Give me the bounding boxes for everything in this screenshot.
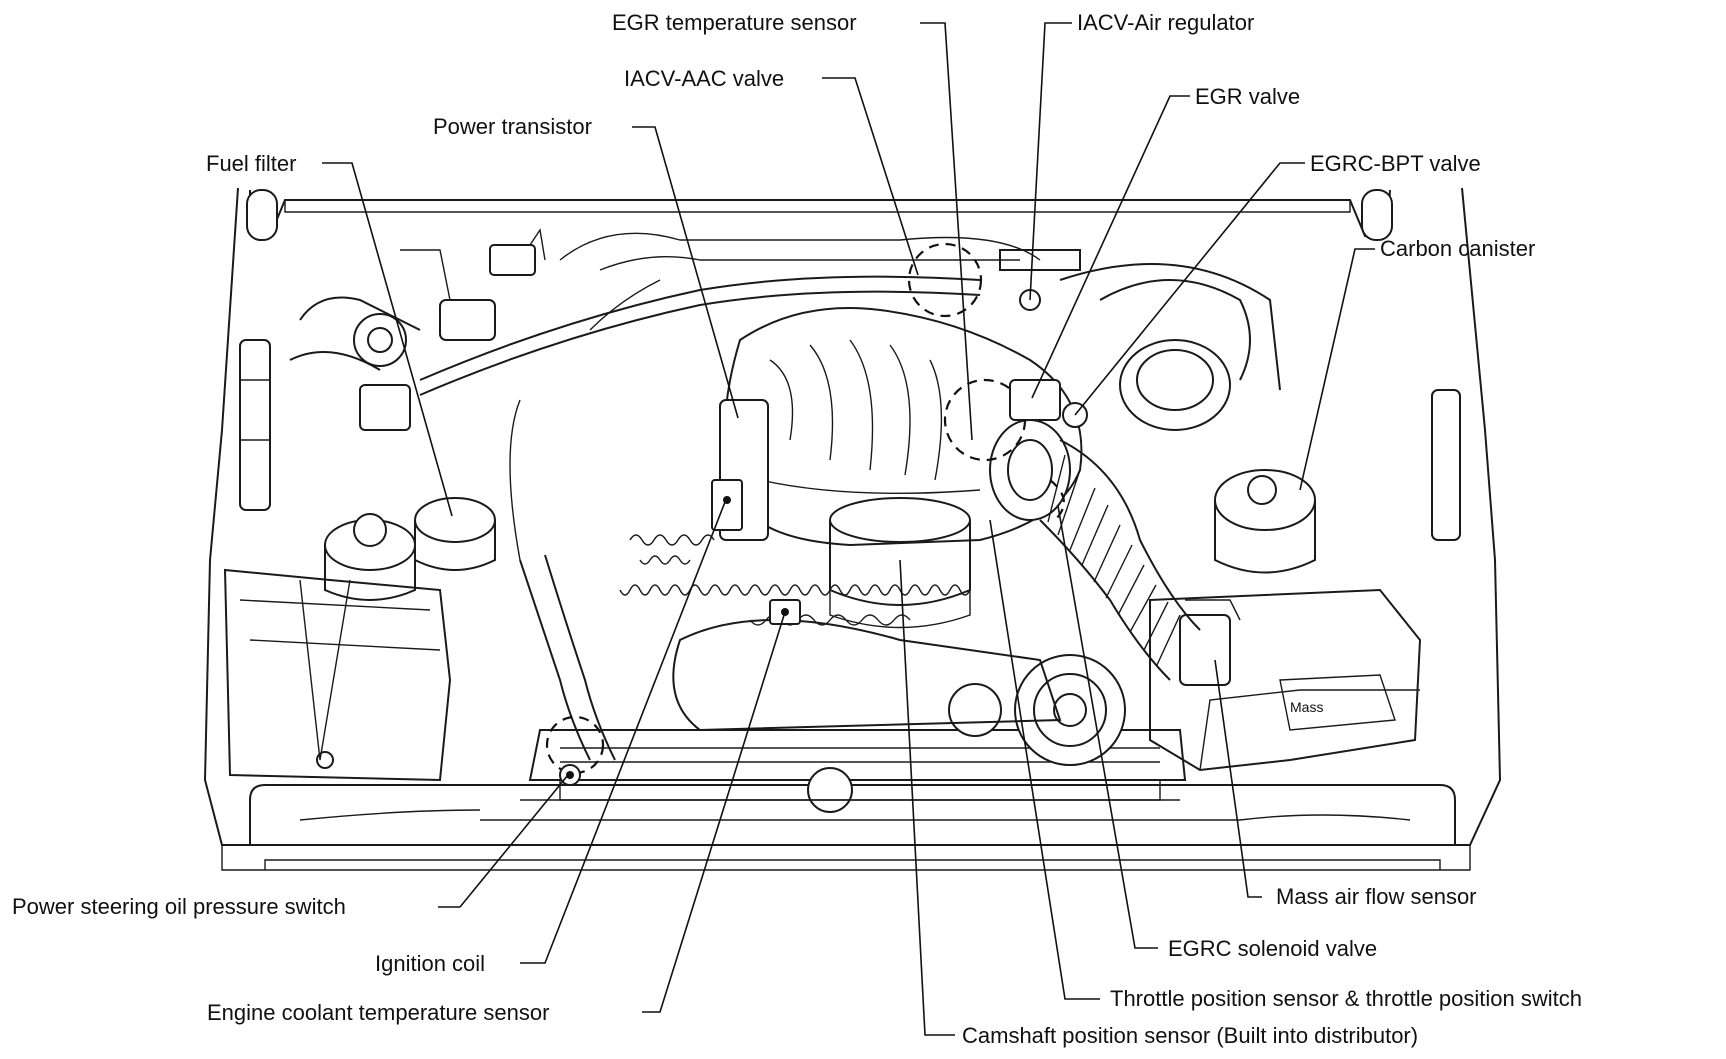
label-egrc-solenoid-valve: EGRC solenoid valve xyxy=(1168,936,1377,961)
label-egrc-bpt-valve: EGRC-BPT valve xyxy=(1310,151,1481,176)
label-mass-air-flow-sensor: Mass air flow sensor xyxy=(1276,884,1477,909)
component-labels: EGR temperature sensor IACV-Air regulato… xyxy=(12,10,1582,1048)
label-throttle-position-sensor: Throttle position sensor & throttle posi… xyxy=(1110,986,1582,1011)
label-carbon-canister: Carbon canister xyxy=(1380,236,1535,261)
label-engine-coolant-temperature-sensor: Engine coolant temperature sensor xyxy=(207,1000,549,1025)
engine-bay-illustration: Mass xyxy=(203,187,1502,871)
label-iacv-air-regulator: IACV-Air regulator xyxy=(1077,10,1254,35)
svg-text:Mass: Mass xyxy=(1290,699,1323,715)
label-egr-temperature-sensor: EGR temperature sensor xyxy=(612,10,857,35)
label-power-steering-switch: Power steering oil pressure switch xyxy=(12,894,346,919)
label-egr-valve: EGR valve xyxy=(1195,84,1300,109)
label-power-transistor: Power transistor xyxy=(433,114,592,139)
leader-lines xyxy=(322,22,1375,1036)
label-ignition-coil: Ignition coil xyxy=(375,951,485,976)
label-fuel-filter: Fuel filter xyxy=(206,151,296,176)
label-iacv-aac-valve: IACV-AAC valve xyxy=(624,66,784,91)
label-camshaft-position-sensor: Camshaft position sensor (Built into dis… xyxy=(962,1023,1418,1048)
